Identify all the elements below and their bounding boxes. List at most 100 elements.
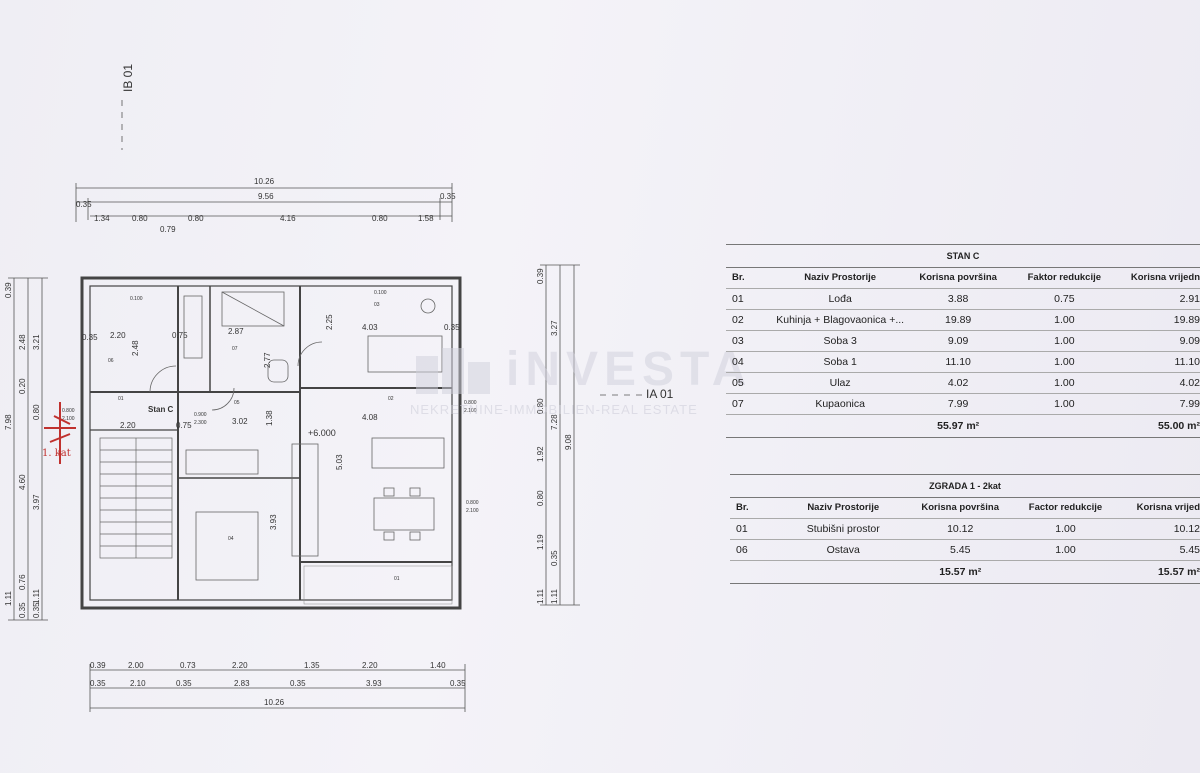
opening-width: 0.800 <box>62 408 75 414</box>
level-mark: +6.000 <box>308 428 336 438</box>
room-tag: 01 <box>118 396 124 402</box>
dim-top-seg: 0.80 <box>132 214 148 223</box>
cell-area: 7.99 <box>947 398 969 410</box>
cell-number: 07 <box>732 398 744 410</box>
table-row: 01 Stubišni prostor 10.12 1.00 10.12 <box>730 519 1200 540</box>
dim-left-mid: 0.20 <box>18 378 27 394</box>
cell-factor: 1.00 <box>1055 523 1076 535</box>
room-dim: 2.20 <box>120 421 136 430</box>
room-dim: 2.87 <box>228 327 244 336</box>
dim-top-seg: 1.58 <box>418 214 434 223</box>
dim-right-inner: 0.80 <box>536 398 545 414</box>
table-row: 02 Kuhinja + Blagovaonica +... 19.89 1.0… <box>726 310 1200 331</box>
dim-bottom-seg2: 3.93 <box>366 679 382 688</box>
dim-right-mid: 3.27 <box>550 320 559 336</box>
furniture <box>149 291 445 581</box>
dim-top-mid: 9.56 <box>258 192 274 201</box>
header-cell: Naziv Prostorije <box>807 502 880 513</box>
opening-sill: 0.100 <box>374 290 387 296</box>
dim-left-inner: 0.39 <box>4 282 13 298</box>
dim-bottom-seg: 0.39 <box>90 661 106 670</box>
room-dim: 2.48 <box>131 340 140 356</box>
room-tag: 07 <box>232 346 238 352</box>
total-value: 15.57 m² <box>1157 566 1200 578</box>
room-dim: 3.02 <box>232 417 248 426</box>
dim-bottom-seg: 2.20 <box>232 661 248 670</box>
dim-bottom-seg2: 2.83 <box>234 679 250 688</box>
dim-left-outer: 1.11 <box>4 590 13 606</box>
dim-top-seg: 0.80 <box>188 214 204 223</box>
opening-width: 0.800 <box>466 500 479 506</box>
room-dim: 2.77 <box>263 352 272 368</box>
total-spacer <box>1009 415 1119 437</box>
table-header-row: Br. Naziv Prostorije Korisna površina Fa… <box>730 498 1200 519</box>
cell-factor: 1.00 <box>1054 335 1075 347</box>
room-dim: 4.08 <box>362 413 378 422</box>
cell-area: 5.45 <box>949 544 971 556</box>
table-row: 04 Soba 1 11.10 1.00 11.10 <box>726 352 1200 373</box>
cell-factor: 0.75 <box>1054 293 1075 305</box>
cell-value: 19.89 <box>1173 314 1200 326</box>
cell-value: 4.02 <box>1179 377 1200 389</box>
dim-top-sub: 0.79 <box>160 225 176 234</box>
cell-factor: 1.00 <box>1054 377 1075 389</box>
cell-number: 01 <box>732 293 744 305</box>
cell-factor: 1.00 <box>1054 356 1075 368</box>
dim-bottom-seg: 1.35 <box>304 661 320 670</box>
cell-value: 10.12 <box>1173 523 1200 535</box>
total-spacer <box>726 415 773 437</box>
dimension-lines <box>8 100 645 712</box>
dim-top-left-offset: 0.35 <box>76 200 92 209</box>
cell-area: 10.12 <box>947 523 974 535</box>
room-tag: 01 <box>394 576 400 582</box>
total-value: 55.00 m² <box>1157 420 1200 432</box>
dim-bottom-seg2: 0.35 <box>450 679 466 688</box>
cell-number: 01 <box>736 523 748 535</box>
cell-room-name: Ostava <box>826 544 860 556</box>
dim-right-inner: 1.19 <box>536 534 545 550</box>
room-dim: 2.20 <box>110 331 126 340</box>
table-stan-c-title: STAN C <box>726 244 1200 268</box>
cell-room-name: Soba 3 <box>823 335 857 347</box>
cell-factor: 1.00 <box>1054 314 1075 326</box>
room-tag: 02 <box>388 396 394 402</box>
room-dim: 0.35 <box>82 333 98 342</box>
dim-left-mid: 0.35 <box>32 602 41 618</box>
cell-factor: 1.00 <box>1054 398 1075 410</box>
cell-room-name: Ulaz <box>829 377 851 389</box>
cell-value: 7.99 <box>1179 398 1200 410</box>
dim-right-inner: 1.92 <box>536 446 545 462</box>
section-label-right: IA 01 <box>646 387 674 401</box>
cell-value: 2.91 <box>1179 293 1200 305</box>
cell-area: 11.10 <box>945 356 971 368</box>
header-cell: Br. <box>736 502 749 513</box>
table-total-row: 55.97 m² 55.00 m² <box>726 415 1200 438</box>
header-cell: Factor redukcije <box>1028 502 1103 513</box>
dimension-labels: 10.26 9.56 0.35 0.35 1.34 0.80 0.80 4.16… <box>4 177 573 707</box>
cell-value: 5.45 <box>1179 544 1200 556</box>
section-label-top: IB 01 <box>121 64 135 92</box>
door-width: 0.900 <box>194 412 207 418</box>
cell-area: 19.89 <box>945 314 972 326</box>
total-spacer <box>777 561 910 583</box>
dim-right-inner: 1.11 <box>536 588 545 604</box>
table-row: 07 Kupaonica 7.99 1.00 7.99 <box>726 394 1200 415</box>
handwritten-note-text: 1. kat <box>42 448 71 459</box>
total-spacer <box>1011 561 1120 583</box>
cell-value: 9.09 <box>1179 335 1200 347</box>
building-logo-icon <box>416 348 490 394</box>
dim-left-mid: 0.76 <box>18 574 27 590</box>
dim-top-right-offset: 0.35 <box>440 192 456 201</box>
dim-right-inner: 0.80 <box>536 490 545 506</box>
room-tag: 03 <box>374 302 380 308</box>
dim-top-seg: 1.34 <box>94 214 110 223</box>
dim-left-mid: 2.48 <box>18 334 27 350</box>
watermark-subtitle: NEKRETNINE-IMMOBILIEN-REAL ESTATE <box>410 402 698 417</box>
watermark: iNVESTA NEKRETNINE-IMMOBILIEN-REAL ESTAT… <box>410 340 790 430</box>
dim-bottom-seg: 1.40 <box>430 661 446 670</box>
dim-left-outer: 7.98 <box>4 414 13 430</box>
cell-number: 02 <box>732 314 744 326</box>
dim-left-outer: 0.35 <box>18 602 27 618</box>
cell-factor: 1.00 <box>1055 544 1076 556</box>
room-tag: 06 <box>108 358 114 364</box>
